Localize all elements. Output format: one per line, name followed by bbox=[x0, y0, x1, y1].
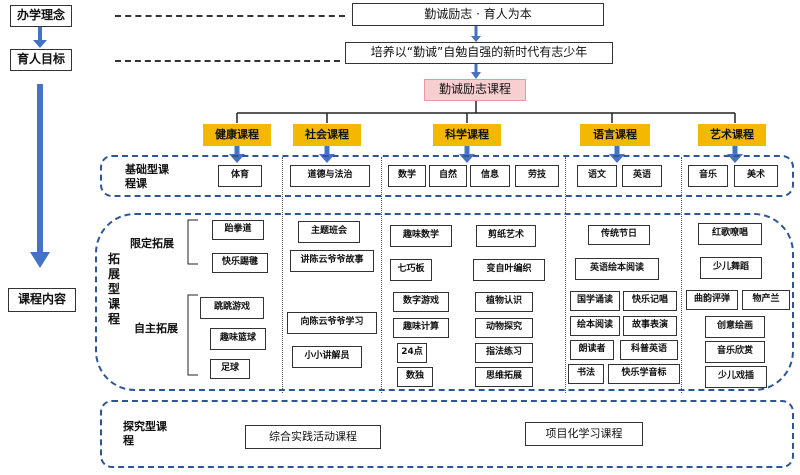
domain-art: 艺术课程 bbox=[698, 124, 766, 146]
science-self-0: 数字游戏 bbox=[393, 292, 449, 312]
science-limited-3: 变自叶编织 bbox=[473, 259, 545, 281]
basic-science-0: 数学 bbox=[388, 165, 426, 187]
basic-art-1: 美术 bbox=[734, 165, 778, 187]
health-self-2: 足球 bbox=[210, 359, 250, 379]
health-self-0: 跳跳游戏 bbox=[200, 297, 264, 319]
explore-item-1: 项目化学习课程 bbox=[525, 422, 643, 446]
basic-science-1: 自然 bbox=[429, 165, 467, 187]
society-limited-1: 讲陈云爷爷故事 bbox=[290, 250, 374, 272]
science-self-5: 指法练习 bbox=[475, 343, 533, 363]
philosophy-label: 办学理念 bbox=[16, 8, 65, 23]
society-limited-0: 主题班会 bbox=[298, 221, 360, 243]
basic-society-0: 道德与法治 bbox=[290, 165, 370, 187]
science-self-4: 24点 bbox=[397, 343, 427, 363]
domain-society: 社会课程 bbox=[293, 124, 361, 146]
language-self-6: 书法 bbox=[568, 364, 604, 384]
col-sep-2 bbox=[381, 157, 382, 393]
tree-connector bbox=[236, 101, 736, 123]
domain-health-label: 健康课程 bbox=[215, 127, 259, 141]
expand-group bbox=[95, 213, 794, 391]
col-sep-4 bbox=[681, 157, 682, 393]
basic-science-3: 劳技 bbox=[515, 165, 559, 187]
brackets bbox=[187, 219, 198, 376]
science-self-7: 思维拓展 bbox=[475, 367, 533, 387]
health-self-1: 趣味篮球 bbox=[210, 328, 266, 350]
philosophy-text-box: 勤诚励志 · 育人为本 bbox=[352, 3, 604, 26]
science-self-6: 数独 bbox=[397, 367, 433, 387]
basic-science-2: 信息 bbox=[470, 165, 510, 187]
language-self-2: 绘本阅读 bbox=[570, 316, 620, 336]
society-self-1: 小小讲解员 bbox=[292, 346, 362, 368]
goal-box: 育人目标 bbox=[10, 49, 72, 71]
basic-language-0: 语文 bbox=[577, 165, 617, 187]
limited-label: 限定拓展 bbox=[130, 237, 174, 250]
society-self-0: 向陈云爷爷学习 bbox=[287, 312, 377, 334]
course-root-label: 勤诚励志课程 bbox=[438, 82, 511, 97]
explore-item-0: 综合实践活动课程 bbox=[245, 425, 381, 449]
left-arrow-1 bbox=[33, 27, 47, 48]
left-arrow-2 bbox=[30, 84, 50, 268]
basic-health-0: 体育 bbox=[218, 165, 262, 187]
domain-art-label: 艺术课程 bbox=[710, 127, 754, 141]
explore-group bbox=[100, 400, 794, 468]
language-self-7: 快乐学音标 bbox=[608, 364, 680, 384]
art-self-0: 曲韵评弹 bbox=[686, 290, 738, 310]
domain-science-label: 科学课程 bbox=[445, 127, 489, 141]
art-self-1: 物产兰 bbox=[742, 290, 790, 310]
science-self-1: 植物认识 bbox=[475, 292, 533, 312]
top-arrow-2 bbox=[471, 64, 481, 79]
art-self-2: 创意绘画 bbox=[705, 316, 765, 338]
top-arrow-1 bbox=[471, 26, 481, 42]
content-box: 课程内容 bbox=[8, 288, 76, 312]
goal-label: 育人目标 bbox=[16, 52, 65, 67]
expand-label: 拓展型课程 bbox=[108, 252, 121, 326]
science-limited-0: 趣味数学 bbox=[390, 225, 452, 247]
dash-line-2 bbox=[115, 60, 340, 62]
language-self-5: 科普英语 bbox=[620, 340, 678, 360]
science-self-2: 趣味计算 bbox=[393, 318, 449, 338]
language-self-3: 故事表演 bbox=[623, 316, 677, 336]
domain-science: 科学课程 bbox=[433, 124, 501, 146]
goal-text-box: 培养以“勤诚”自勉自强的新时代有志少年 bbox=[345, 42, 613, 64]
domain-language: 语言课程 bbox=[580, 124, 650, 146]
basic-language-1: 英语 bbox=[622, 165, 662, 187]
health-limited-0: 跆拳道 bbox=[212, 220, 264, 240]
science-limited-2: 七巧板 bbox=[390, 259, 432, 281]
science-self-3: 动物探究 bbox=[475, 318, 533, 338]
language-limited-1: 英语绘本阅读 bbox=[575, 258, 659, 280]
philosophy-text: 勤诚励志 · 育人为本 bbox=[424, 6, 532, 21]
language-self-1: 快乐记唱 bbox=[623, 291, 677, 311]
explore-label: 探究型课程 bbox=[123, 420, 167, 447]
science-limited-1: 剪纸艺术 bbox=[476, 225, 536, 247]
col-sep-1 bbox=[282, 157, 283, 393]
basic-group bbox=[100, 155, 794, 197]
art-self-4: 少儿戏插 bbox=[705, 366, 767, 388]
self-label: 自主拓展 bbox=[134, 322, 178, 335]
art-limited-0: 红歌嘹唱 bbox=[698, 223, 762, 245]
language-self-0: 国学诵读 bbox=[570, 291, 620, 311]
content-label: 课程内容 bbox=[17, 292, 66, 307]
col-sep-3 bbox=[565, 157, 566, 393]
language-self-4: 朗读者 bbox=[570, 340, 614, 360]
basic-art-0: 音乐 bbox=[688, 165, 728, 187]
domain-society-label: 社会课程 bbox=[305, 127, 349, 141]
domain-language-label: 语言课程 bbox=[593, 127, 637, 141]
goal-text: 培养以“勤诚”自勉自强的新时代有志少年 bbox=[370, 45, 588, 60]
philosophy-box: 办学理念 bbox=[10, 5, 72, 27]
course-root-box: 勤诚励志课程 bbox=[424, 79, 526, 101]
art-self-3: 音乐欣赏 bbox=[705, 341, 765, 363]
art-limited-1: 少儿舞蹈 bbox=[700, 257, 762, 279]
dash-line-1 bbox=[115, 15, 345, 17]
health-limited-1: 快乐踢毽 bbox=[212, 253, 268, 273]
language-limited-0: 传统节日 bbox=[588, 225, 650, 245]
basic-label: 基础型课程课 bbox=[125, 163, 169, 190]
domain-health: 健康课程 bbox=[203, 124, 271, 146]
